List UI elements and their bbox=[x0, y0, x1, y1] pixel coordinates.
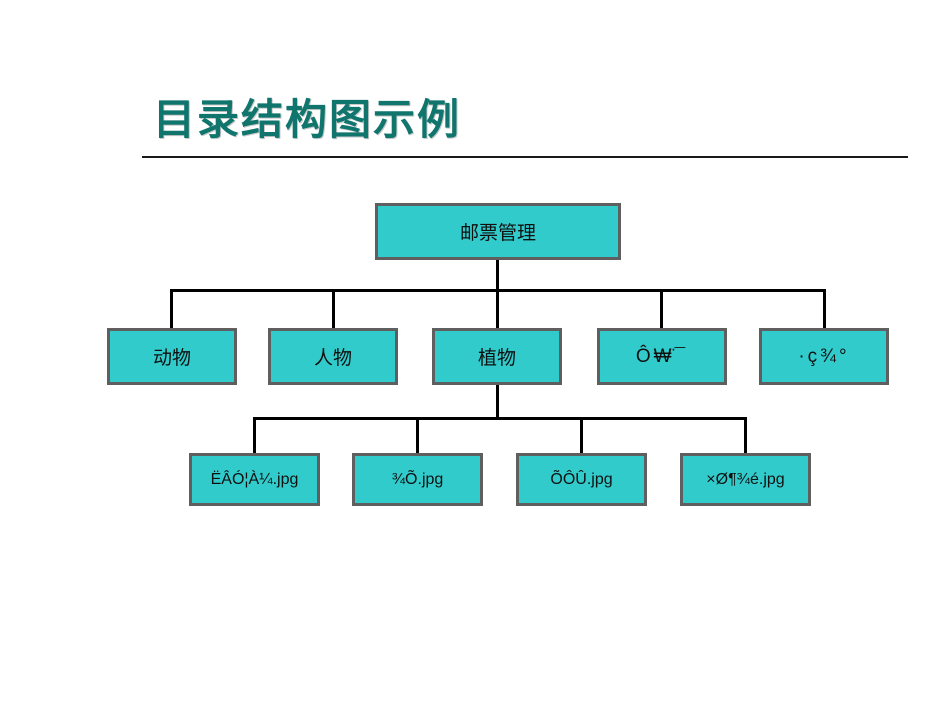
tree-node-garbled-1: Ô₩̈¯ bbox=[597, 328, 727, 385]
connector-plants-to-files bbox=[496, 383, 499, 420]
node-label: ¾Õ.jpg bbox=[391, 470, 444, 488]
tree-node-file-4: ×Ø¶¾é.jpg bbox=[680, 453, 811, 506]
node-label: 人物 bbox=[313, 348, 352, 369]
tree-node-garbled-2: ·ç¾° bbox=[759, 328, 889, 385]
node-label: ËÂÓ¦À¼.jpg bbox=[210, 470, 299, 488]
connector-stub-file4 bbox=[744, 417, 747, 455]
node-label: ×Ø¶¾é.jpg bbox=[706, 470, 785, 488]
connector-stub-file3 bbox=[580, 417, 583, 455]
node-label: ·ç¾° bbox=[798, 345, 850, 367]
connector-stub-file1 bbox=[253, 417, 256, 455]
node-label: 植物 bbox=[477, 348, 516, 369]
tree-node-plants: 植物 bbox=[432, 328, 562, 385]
tree-node-file-1: ËÂÓ¦À¼.jpg bbox=[189, 453, 320, 506]
connector-stub-node4 bbox=[660, 289, 663, 328]
tree-node-root: 邮票管理 bbox=[375, 203, 621, 260]
node-label: 动物 bbox=[152, 348, 191, 369]
connector-level2-bus bbox=[170, 289, 826, 292]
tree-node-file-2: ¾Õ.jpg bbox=[352, 453, 483, 506]
connector-root-to-plants bbox=[496, 259, 499, 329]
tree-node-file-3: ÕÔÛ.jpg bbox=[516, 453, 647, 506]
connector-level3-bus bbox=[253, 417, 747, 420]
tree-node-people: 人物 bbox=[268, 328, 398, 385]
tree-node-animals: 动物 bbox=[107, 328, 237, 385]
node-label: ÕÔÛ.jpg bbox=[550, 470, 613, 488]
connector-stub-file2 bbox=[416, 417, 419, 455]
title-underline bbox=[142, 156, 908, 158]
node-label: Ô₩̈¯ bbox=[635, 345, 689, 367]
connector-stub-people bbox=[332, 289, 335, 328]
node-label: 邮票管理 bbox=[459, 223, 536, 244]
connector-stub-animals bbox=[170, 289, 173, 328]
page-title: 目录结构图示例 bbox=[153, 98, 462, 144]
connector-stub-node5 bbox=[823, 289, 826, 328]
